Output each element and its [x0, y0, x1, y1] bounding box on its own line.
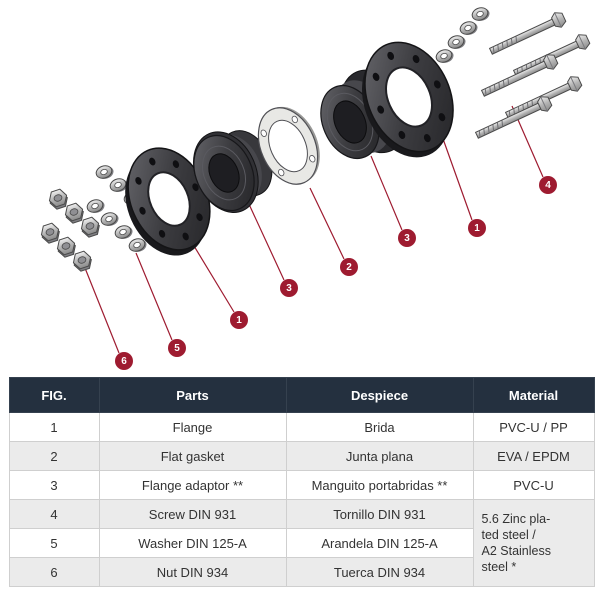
callout-badge-1-right: 1 [468, 219, 486, 237]
parts-cell: Screw DIN 931 [98, 499, 287, 529]
material-cell-merged: 5.6 Zinc pla- ted steel / A2 Stainless s… [472, 499, 595, 587]
col-header-fig: FIG. [8, 377, 100, 413]
table-row: 6 Nut DIN 934 Tuerca DIN 934 [8, 557, 594, 587]
parts-cell: Flange adaptor ** [98, 470, 287, 500]
table-row: 2 Flat gasket Junta plana EVA / EPDM [8, 441, 595, 471]
despiece-cell: Manguito portabridas ** [285, 470, 474, 500]
parts-cell: Flange [98, 412, 287, 442]
fig-cell: 3 [8, 470, 100, 500]
callout-badge-5: 5 [168, 339, 186, 357]
fig-cell: 6 [8, 557, 100, 587]
despiece-cell: Brida [285, 412, 474, 442]
fig-cell: 2 [8, 441, 100, 471]
flange-adaptor-left [193, 130, 273, 213]
material-cell: PVC-U [472, 470, 595, 500]
callout-badge-3-left: 3 [280, 279, 298, 297]
despiece-cell: Tuerca DIN 934 [285, 557, 474, 587]
washer-group-right [433, 4, 492, 67]
callout-badge-6: 6 [115, 352, 133, 370]
exploded-diagram: 4 1 3 2 3 1 5 6 [38, 4, 592, 370]
leader-lines [84, 105, 544, 354]
despiece-cell: Arandela DIN 125-A [285, 528, 474, 558]
table-header-row: FIG. Parts Despiece Material [8, 377, 595, 413]
screw-group [473, 9, 592, 144]
callout-badge-4: 4 [539, 176, 557, 194]
col-header-parts: Parts [98, 377, 287, 413]
col-header-despiece: Despiece [285, 377, 474, 413]
flange-left [125, 147, 211, 256]
col-header-material: Material [472, 377, 595, 413]
material-cell: PVC-U / PP [472, 412, 595, 442]
table-row: 1 Flange Brida PVC-U / PP [8, 412, 595, 442]
callout-badge-2: 2 [340, 258, 358, 276]
fig-cell: 4 [8, 499, 100, 529]
table-row: 5 Washer DIN 125-A Arandela DIN 125-A [8, 528, 594, 558]
callout-badge-3-right: 3 [398, 229, 416, 247]
fig-cell: 1 [8, 412, 100, 442]
parts-cell: Nut DIN 934 [98, 557, 287, 587]
exploded-view-svg [38, 4, 592, 354]
flat-gasket [257, 106, 320, 185]
parts-cell: Washer DIN 125-A [98, 528, 287, 558]
material-cell: EVA / EPDM [472, 441, 595, 471]
parts-cell: Flat gasket [98, 441, 287, 471]
parts-table: FIG. Parts Despiece Material 1 Flange Br… [8, 377, 595, 587]
despiece-cell: Tornillo DIN 931 [285, 499, 474, 529]
despiece-cell: Junta plana [285, 441, 474, 471]
table-row: 4 Screw DIN 931 Tornillo DIN 931 5.6 Zin… [8, 499, 595, 587]
callout-badge-1-left: 1 [230, 311, 248, 329]
flange-right [362, 41, 454, 158]
table-row: 3 Flange adaptor ** Manguito portabridas… [8, 470, 595, 500]
fig-cell: 5 [8, 528, 100, 558]
